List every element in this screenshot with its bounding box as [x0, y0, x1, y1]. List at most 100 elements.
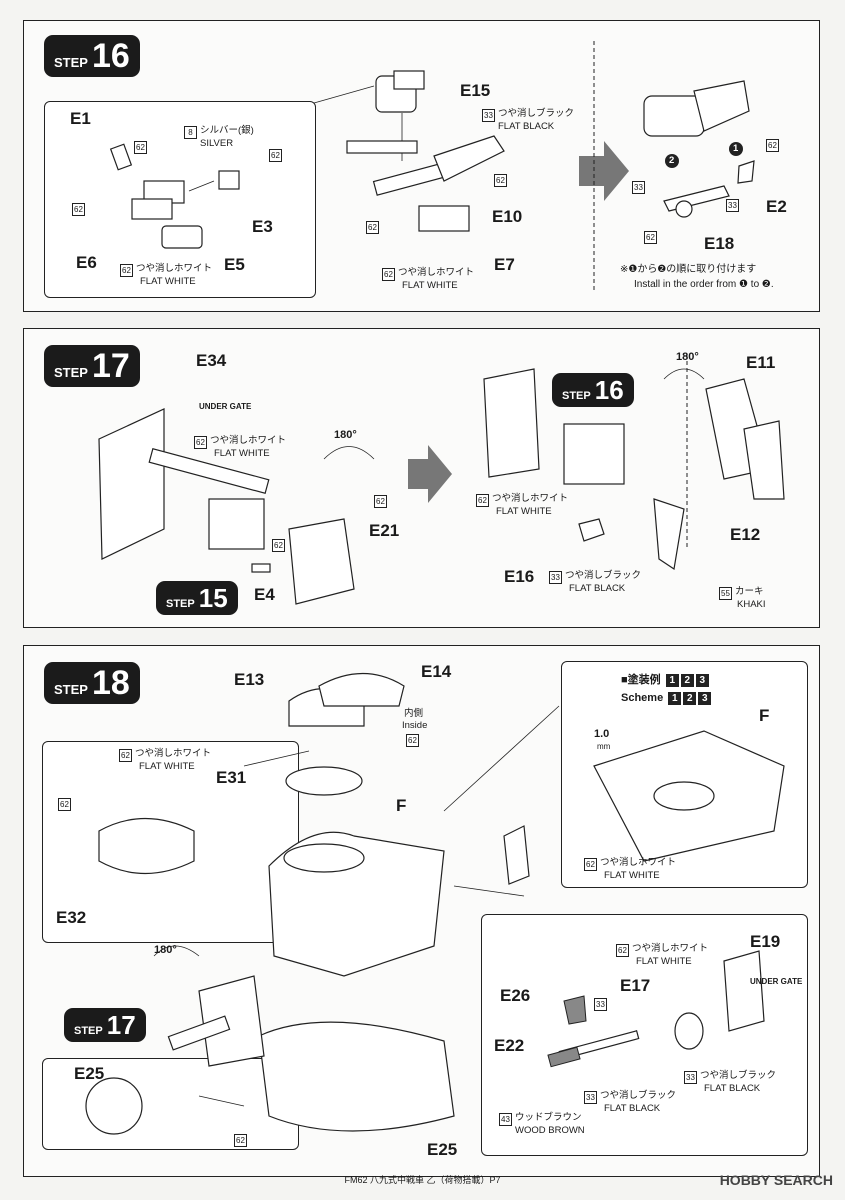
part-e26: E26 [500, 986, 531, 1005]
paint-flatblack-jp: つや消しブラック [498, 108, 575, 119]
rotate-label: 180° [676, 351, 699, 363]
paint-flatblack-jp: つや消しブラック [565, 570, 642, 581]
part-e4: E4 [254, 585, 275, 604]
paint-code: 62 [194, 436, 207, 449]
part-e32: E32 [56, 908, 87, 927]
paint-flatwhite2-jp: つや消しホワイト [398, 267, 475, 278]
paint-code: 62 [644, 231, 657, 244]
part-e18: E18 [704, 234, 735, 253]
sub-step15-badge: STEP 15 [156, 581, 238, 615]
paint-code: 62 [58, 798, 71, 811]
part-e14: E14 [421, 662, 452, 681]
part-e17: E17 [620, 976, 651, 995]
paint-code: 55 [719, 587, 732, 600]
paint-flatwhite-jp: つや消しホワイト [135, 748, 212, 759]
step18-badge: STEP 18 [44, 662, 140, 704]
part-e13: E13 [234, 670, 265, 689]
rotate-label: 180° [334, 429, 357, 441]
paint-code: 33 [684, 1071, 697, 1084]
paint-flatwhite-en: FLAT WHITE [139, 761, 195, 772]
part-e7: E7 [494, 255, 515, 274]
paint-code: 33 [482, 109, 495, 122]
paint-code: 8 [184, 126, 197, 139]
paint-code: 43 [499, 1113, 512, 1126]
part-e12: E12 [730, 525, 761, 544]
paint-code: 33 [549, 571, 562, 584]
inside-jp: 内側 [404, 708, 424, 719]
step17-panel: STEP 17 180° 180° E34 UNDER GATE 62 つや消し… [23, 328, 820, 628]
paint-code: 62 [616, 944, 629, 957]
paint-flatblack-jp: つや消しブラック [700, 1070, 777, 1081]
drill-size: 1.0 [594, 728, 610, 740]
paint-flatwhite2-jp: つや消しホワイト [492, 493, 569, 504]
paint-flatwhite-jp: つや消しホワイト [136, 263, 213, 274]
step17-drawing [98, 354, 785, 605]
part-f: F [759, 706, 770, 725]
paint-code: 62 [269, 149, 282, 162]
step16-drawing [109, 41, 755, 291]
paint-code: 62 [234, 1134, 247, 1147]
part-e2: E2 [766, 197, 787, 216]
part-e10: E10 [492, 207, 523, 226]
part-e16: E16 [504, 567, 535, 586]
part-e21: E21 [369, 521, 400, 540]
paint-code: 62 [374, 495, 387, 508]
paint-code: 62 [494, 174, 507, 187]
part-e3: E3 [252, 217, 273, 236]
paint-code: 62 [366, 221, 379, 234]
paint-silver-jp: シルバー(銀) [200, 125, 254, 136]
step16-marker-1: 1 [733, 143, 739, 154]
step16-badge: STEP 16 [44, 35, 140, 77]
paint-flatwhite2-en: FLAT WHITE [604, 870, 660, 881]
page-footer: FM62 八九式中戦車 乙（荷物搭載）P7 [344, 1175, 501, 1185]
paint-woodbrown-en: WOOD BROWN [515, 1125, 585, 1136]
paint-khaki-jp: カーキ [735, 586, 764, 597]
paint-code: 62 [476, 494, 489, 507]
step17-badge: STEP 17 [44, 345, 140, 387]
paint-code: 62 [134, 141, 147, 154]
paint-code: 62 [584, 858, 597, 871]
rotate-label: 180° [154, 944, 177, 956]
part-f: F [396, 796, 407, 815]
paint-code: 62 [120, 264, 133, 277]
paint-flatwhite2-en: FLAT WHITE [496, 506, 552, 517]
paint-flatblack2-jp: つや消しブラック [600, 1090, 677, 1101]
under-gate: UNDER GATE [750, 977, 803, 986]
paint-flatwhite3-jp: つや消しホワイト [632, 943, 709, 954]
paint-flatblack2-en: FLAT BLACK [604, 1103, 661, 1114]
part-e22: E22 [494, 1036, 525, 1055]
part-e34: E34 [196, 351, 227, 370]
order-note-en: Install in the order from ❶ to ❷. [634, 279, 774, 290]
paint-flatblack-en: FLAT BLACK [498, 121, 555, 132]
paint-code: 62 [272, 539, 285, 552]
paint-flatblack-en: FLAT BLACK [704, 1083, 761, 1094]
paint-flatwhite2-jp: つや消しホワイト [600, 857, 677, 868]
paint-code: 62 [766, 139, 779, 152]
paint-code: 33 [584, 1091, 597, 1104]
paint-code: 62 [72, 203, 85, 216]
paint-code: 33 [594, 998, 607, 1011]
part-e19: E19 [750, 932, 781, 951]
part-e25: E25 [74, 1064, 105, 1083]
paint-code: 33 [726, 199, 739, 212]
part-e1: E1 [70, 109, 91, 128]
paint-code: 62 [406, 734, 419, 747]
paint-flatwhite-en: FLAT WHITE [140, 276, 196, 287]
sub-step16-badge: STEP 16 [552, 373, 634, 407]
watermark: HOBBY SEARCH [719, 1172, 833, 1188]
paint-flatwhite2-en: FLAT WHITE [402, 280, 458, 291]
paint-khaki-en: KHAKI [737, 599, 766, 610]
e25-inset [42, 1058, 299, 1150]
inside-en: Inside [402, 720, 428, 731]
under-gate: UNDER GATE [199, 402, 252, 411]
step18-panel: STEP 18 E13 E14 内側 Inside 62 62 つや消しホワイト… [23, 645, 820, 1177]
part-e5: E5 [224, 255, 245, 274]
part-e15: E15 [460, 81, 491, 100]
part-e6: E6 [76, 253, 97, 272]
part-e25: E25 [427, 1140, 458, 1159]
step16-panel: STEP 16 2 1 E1 E6 E3 E5 [23, 20, 820, 312]
paint-silver-en: SILVER [200, 138, 234, 149]
step16-marker-2: 2 [669, 155, 675, 166]
